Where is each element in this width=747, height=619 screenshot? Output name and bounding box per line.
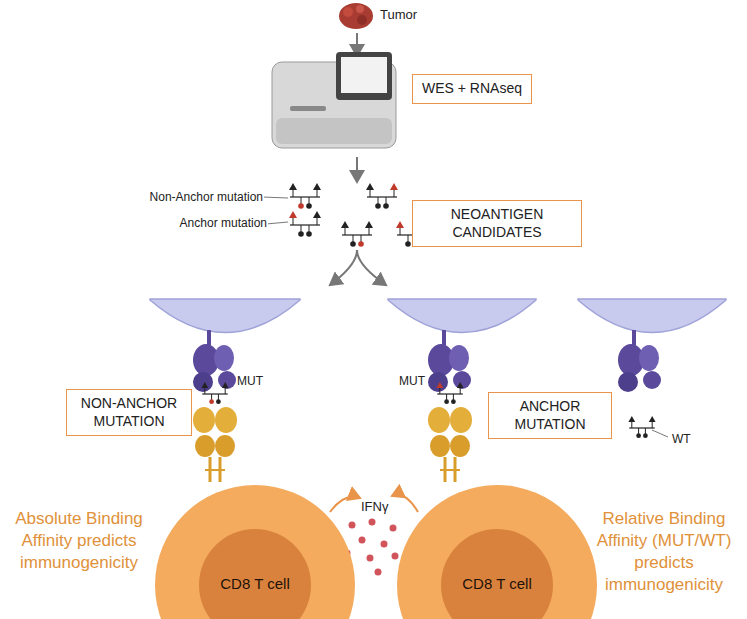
secretion-arrow: [392, 495, 418, 512]
secretion-arrow: [330, 497, 360, 512]
flow-arrow: [356, 157, 358, 182]
annotation-label: Tumor: [379, 7, 418, 22]
t-cell-nucleus: [441, 529, 553, 619]
sequencer-icon: [272, 52, 396, 148]
box-text: NON-ANCHOR MUTATION: [75, 395, 183, 430]
box-text: NEOANTIGEN CANDIDATES: [421, 206, 573, 241]
box-text: WES + RNAseq: [421, 80, 523, 98]
t-cell-circle: CD8 T cell: [155, 485, 355, 619]
peptide-icons: [289, 183, 428, 247]
leader-line: [652, 430, 668, 437]
label-box: ANCHOR MUTATION: [488, 392, 612, 439]
conclusion-text: Relative Binding Affinity (MUT/WT) predi…: [586, 508, 742, 596]
tumor-icon: [339, 3, 373, 29]
mhc-molecules: [193, 330, 661, 482]
annotation-label: MUT: [398, 374, 426, 388]
leader-line: [262, 197, 288, 198]
label-box: NON-ANCHOR MUTATION: [66, 389, 192, 436]
annotation-label: MUT: [236, 374, 264, 388]
antigen-presenting-cells: [150, 299, 726, 333]
box-text: ANCHOR MUTATION: [497, 398, 603, 433]
annotation-label: Non-Anchor mutation: [149, 190, 264, 204]
annotation-label: IFNγ: [360, 499, 389, 514]
flow-arrow: [330, 250, 357, 285]
leader-line: [266, 222, 288, 224]
label-box: WES + RNAseq: [412, 74, 532, 104]
conclusion-text: Absolute Binding Affinity predicts immun…: [6, 508, 152, 574]
t-cell-nucleus: [199, 529, 311, 619]
cell-text: CD8 T cell: [155, 575, 355, 592]
label-box: NEOANTIGEN CANDIDATES: [412, 200, 582, 247]
t-cell-circle: CD8 T cell: [397, 485, 597, 619]
annotation-label: Anchor mutation: [179, 216, 268, 230]
cell-text: CD8 T cell: [397, 575, 597, 592]
flow-arrow: [357, 250, 386, 285]
annotation-label: WT: [671, 432, 692, 446]
